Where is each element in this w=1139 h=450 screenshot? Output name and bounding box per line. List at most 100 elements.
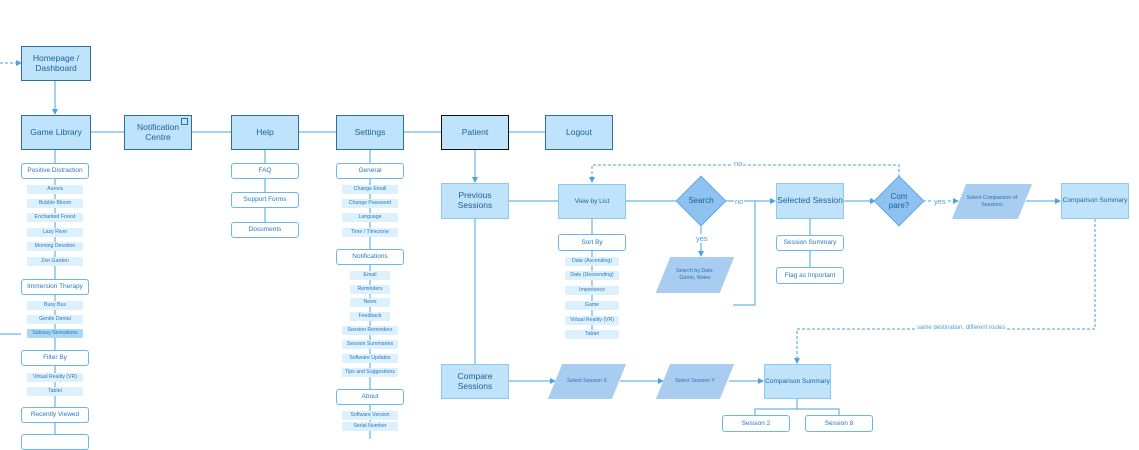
- comparison-summary-bottom-node[interactable]: Comparison Summary: [764, 364, 831, 399]
- select-session-x-input[interactable]: Select Session X: [547, 364, 627, 399]
- general-item-change-email[interactable]: Change Email: [342, 185, 398, 194]
- pd-item-lazy-river[interactable]: Lazy River: [27, 228, 83, 237]
- search-by-input[interactable]: Search by Date, Game, Notes: [655, 257, 735, 293]
- notif-setting-session-summaries[interactable]: Session Summaries: [342, 340, 398, 349]
- sort-item-importance[interactable]: Importance: [565, 286, 619, 295]
- session-2-node[interactable]: Session 2: [722, 415, 790, 432]
- connectors: [0, 60, 1096, 439]
- about-item-software-version[interactable]: Software Version: [342, 411, 398, 420]
- faq-node[interactable]: FAQ: [231, 163, 299, 179]
- positive-distraction-node[interactable]: Positive Distraction: [21, 163, 89, 179]
- about-node[interactable]: About: [336, 389, 404, 405]
- compare-decision[interactable]: Com pare?: [873, 175, 925, 227]
- comparison-summary-top-node[interactable]: Comparison Summary: [1061, 183, 1129, 219]
- compare-label: Com pare?: [888, 191, 910, 210]
- pd-item-morning-devotion[interactable]: Morning Devotion: [27, 242, 83, 251]
- help-node[interactable]: Help: [231, 115, 299, 150]
- sort-item-game[interactable]: Game: [565, 301, 619, 310]
- previous-sessions-label: Previous Sessions: [457, 190, 493, 210]
- notif-item-news[interactable]: News: [350, 298, 390, 307]
- sort-item-label: Date (Descending): [570, 271, 614, 278]
- general-label: General: [358, 167, 382, 175]
- pd-item-aurora[interactable]: Aurora: [27, 185, 83, 194]
- notifications-node[interactable]: Notifications: [336, 249, 404, 265]
- support-forms-label: Support Forms: [243, 196, 287, 204]
- notif-setting-session-reminders[interactable]: Session Reminders: [342, 326, 398, 335]
- search-decision[interactable]: Search: [675, 175, 727, 227]
- about-item-label: Serial Number: [353, 422, 387, 429]
- logout-label: Logout: [566, 126, 592, 137]
- pd-item-bubble-bloom[interactable]: Bubble Bloom: [27, 199, 83, 208]
- session-8-node[interactable]: Session 8: [805, 415, 873, 432]
- sitemap-flowchart: Homepage / Dashboard Game Library Notifi…: [0, 46, 1129, 450]
- notif-setting-tips[interactable]: Tips and Suggestions: [342, 368, 398, 377]
- pd-item-zen-garden[interactable]: Zen Garden: [27, 257, 83, 266]
- notification-centre-label: Notification Centre: [136, 121, 180, 142]
- search-label: Search: [688, 196, 714, 206]
- general-item-change-password[interactable]: Change Password: [342, 199, 398, 208]
- session-2-label: Session 2: [741, 419, 771, 427]
- notif-setting-software-updates[interactable]: Software Updates: [342, 354, 398, 363]
- notif-item-reminders[interactable]: Reminders: [350, 285, 390, 294]
- filter-item-label: Virtual Reality (VR): [32, 373, 77, 380]
- game-library-more-node: [21, 434, 89, 450]
- filter-item-vr[interactable]: Virtual Reality (VR): [27, 373, 83, 382]
- it-item-label: Subway Sensations: [32, 329, 78, 336]
- notification-centre-node[interactable]: Notification Centre: [124, 115, 192, 150]
- session-8-label: Session 8: [824, 419, 854, 427]
- it-item-subway-sensations[interactable]: Subway Sensations: [27, 329, 83, 338]
- view-by-list-node[interactable]: View by List: [558, 184, 626, 219]
- filter-item-tablet[interactable]: Tablet: [27, 387, 83, 396]
- sort-item-date-asc[interactable]: Date (Ascending): [565, 257, 619, 266]
- notif-item-label: News: [363, 298, 377, 305]
- sort-by-label: Sort By: [581, 238, 603, 246]
- selected-session-node[interactable]: Selected Session: [776, 183, 844, 219]
- general-item-timezone[interactable]: Time / Timezone: [342, 228, 398, 237]
- pd-item-label: Lazy River: [42, 228, 68, 235]
- sort-by-node[interactable]: Sort By: [558, 234, 626, 251]
- homepage-label: Homepage / Dashboard: [32, 52, 80, 73]
- flag-important-node[interactable]: Flag as Important: [776, 267, 844, 284]
- settings-node[interactable]: Settings: [336, 115, 404, 150]
- support-forms-node[interactable]: Support Forms: [231, 192, 299, 208]
- help-label: Help: [256, 126, 274, 137]
- it-item-busy-bus[interactable]: Busy Bus: [27, 301, 83, 310]
- select-session-y-input[interactable]: Select Session Y: [655, 364, 735, 399]
- game-library-node[interactable]: Game Library: [21, 115, 91, 150]
- external-link-icon: [181, 118, 188, 125]
- general-node[interactable]: General: [336, 163, 404, 179]
- pd-item-label: Zen Garden: [41, 257, 69, 264]
- it-item-label: Gentle Dental: [39, 315, 71, 322]
- immersion-therapy-label: Immersion Therapy: [27, 283, 83, 291]
- sort-item-label: Virtual Reality (VR): [569, 316, 614, 323]
- it-item-gentle-dental[interactable]: Gentle Dental: [27, 315, 83, 324]
- sort-item-vr[interactable]: Virtual Reality (VR): [565, 316, 619, 325]
- immersion-therapy-node[interactable]: Immersion Therapy: [21, 279, 89, 295]
- filter-by-node[interactable]: Filter By: [21, 350, 89, 366]
- previous-sessions-node[interactable]: Previous Sessions: [441, 183, 509, 219]
- notif-setting-label: Session Summaries: [346, 340, 394, 347]
- recently-viewed-node[interactable]: Recently Viewed: [21, 407, 89, 423]
- filter-by-label: Filter By: [43, 354, 67, 362]
- general-item-label: Change Password: [348, 199, 392, 206]
- pd-item-enchanted-forest[interactable]: Enchanted Forest: [27, 213, 83, 222]
- settings-label: Settings: [354, 126, 386, 137]
- about-item-serial-number[interactable]: Serial Number: [342, 422, 398, 431]
- notif-item-feedback[interactable]: Feedback: [350, 312, 390, 321]
- pd-item-label: Bubble Bloom: [38, 199, 72, 206]
- compare-sessions-node[interactable]: Compare Sessions: [441, 364, 509, 399]
- notif-item-email[interactable]: Email: [350, 271, 390, 280]
- select-session-x-label: Select Session X: [566, 378, 608, 385]
- game-library-label: Game Library: [30, 126, 82, 137]
- sort-item-date-desc[interactable]: Date (Descending): [565, 271, 619, 280]
- about-item-label: Software Version: [350, 411, 390, 418]
- session-summary-node[interactable]: Session Summary: [776, 235, 844, 251]
- patient-node[interactable]: Patient: [441, 115, 509, 150]
- general-item-label: Language: [358, 213, 382, 220]
- homepage-dashboard-node[interactable]: Homepage / Dashboard: [21, 46, 91, 81]
- general-item-language[interactable]: Language: [342, 213, 398, 222]
- select-comparison-input[interactable]: Select Comparison of Sessions: [951, 184, 1033, 219]
- sort-item-tablet[interactable]: Tablet: [565, 330, 619, 339]
- logout-node[interactable]: Logout: [545, 115, 613, 150]
- documents-node[interactable]: Documents: [231, 222, 299, 238]
